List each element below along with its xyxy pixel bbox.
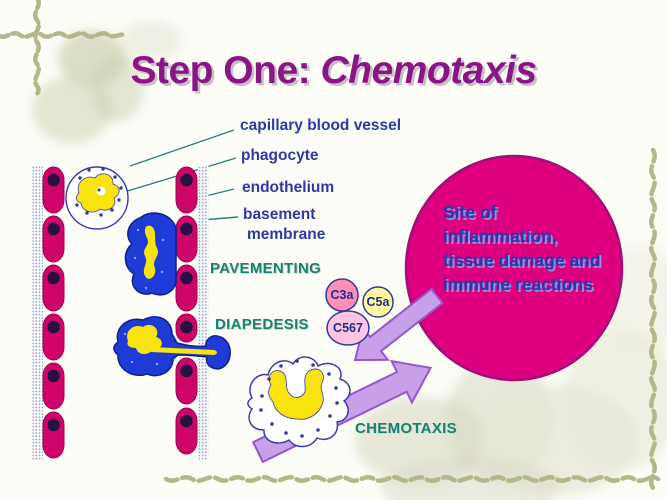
- label-c567: C567: [333, 321, 363, 335]
- label-capillary-blood-vessel: capillary blood vessel: [240, 117, 402, 134]
- arrow-from-site-icon: [353, 287, 444, 362]
- site-text-line3: tissue damage and: [443, 250, 601, 270]
- complement-c5a-circle: [362, 286, 394, 318]
- vine-border-right-icon: [649, 147, 657, 491]
- label-chemotaxis: CHEMOTAXIS: [355, 420, 457, 437]
- label-phagocyte: phagocyte: [241, 147, 319, 164]
- pavementing-phagocyte: [124, 212, 177, 296]
- diapedesis-phagocyte: [113, 316, 231, 377]
- basement-membrane-right: [198, 166, 209, 461]
- vine-border-top-vertical-icon: [33, 0, 41, 98]
- complement-c567-circle: [326, 310, 370, 346]
- title-emphasis: Chemotaxis: [320, 49, 537, 92]
- label-c3a: C3a: [330, 288, 354, 302]
- migrating-phagocyte: [247, 356, 351, 448]
- inflammation-site-circle: [404, 154, 624, 382]
- phagocyte-in-vessel: [65, 166, 129, 230]
- label-basement-line1: basement: [243, 206, 316, 223]
- site-text-line1: Site of: [443, 202, 497, 222]
- vine-border-top-horizontal-icon: [0, 31, 129, 39]
- migrating-phagocyte-nucleus: [268, 368, 324, 420]
- site-text-line4: immune reactions: [443, 274, 593, 294]
- label-diapedesis: DIAPEDESIS: [215, 316, 309, 333]
- right-vessel-wall: [175, 166, 209, 461]
- label-c5a: C5a: [366, 295, 390, 309]
- label-pavementing: PAVEMENTING: [210, 260, 322, 277]
- inflammation-site-text: Site of inflammation, tissue damage and …: [443, 200, 633, 296]
- label-endothelium: endothelium: [242, 179, 335, 196]
- left-vessel-wall: [32, 166, 65, 461]
- label-basement-line2: membrane: [247, 226, 326, 243]
- title-prefix: Step One:: [130, 49, 321, 92]
- site-text-line2: inflammation,: [443, 226, 557, 246]
- leaf-watermark: [32, 20, 667, 500]
- basement-membrane-left: [32, 166, 43, 461]
- page-title: Step One: Chemotaxis: [0, 49, 667, 93]
- vine-border-bottom-icon: [163, 475, 661, 483]
